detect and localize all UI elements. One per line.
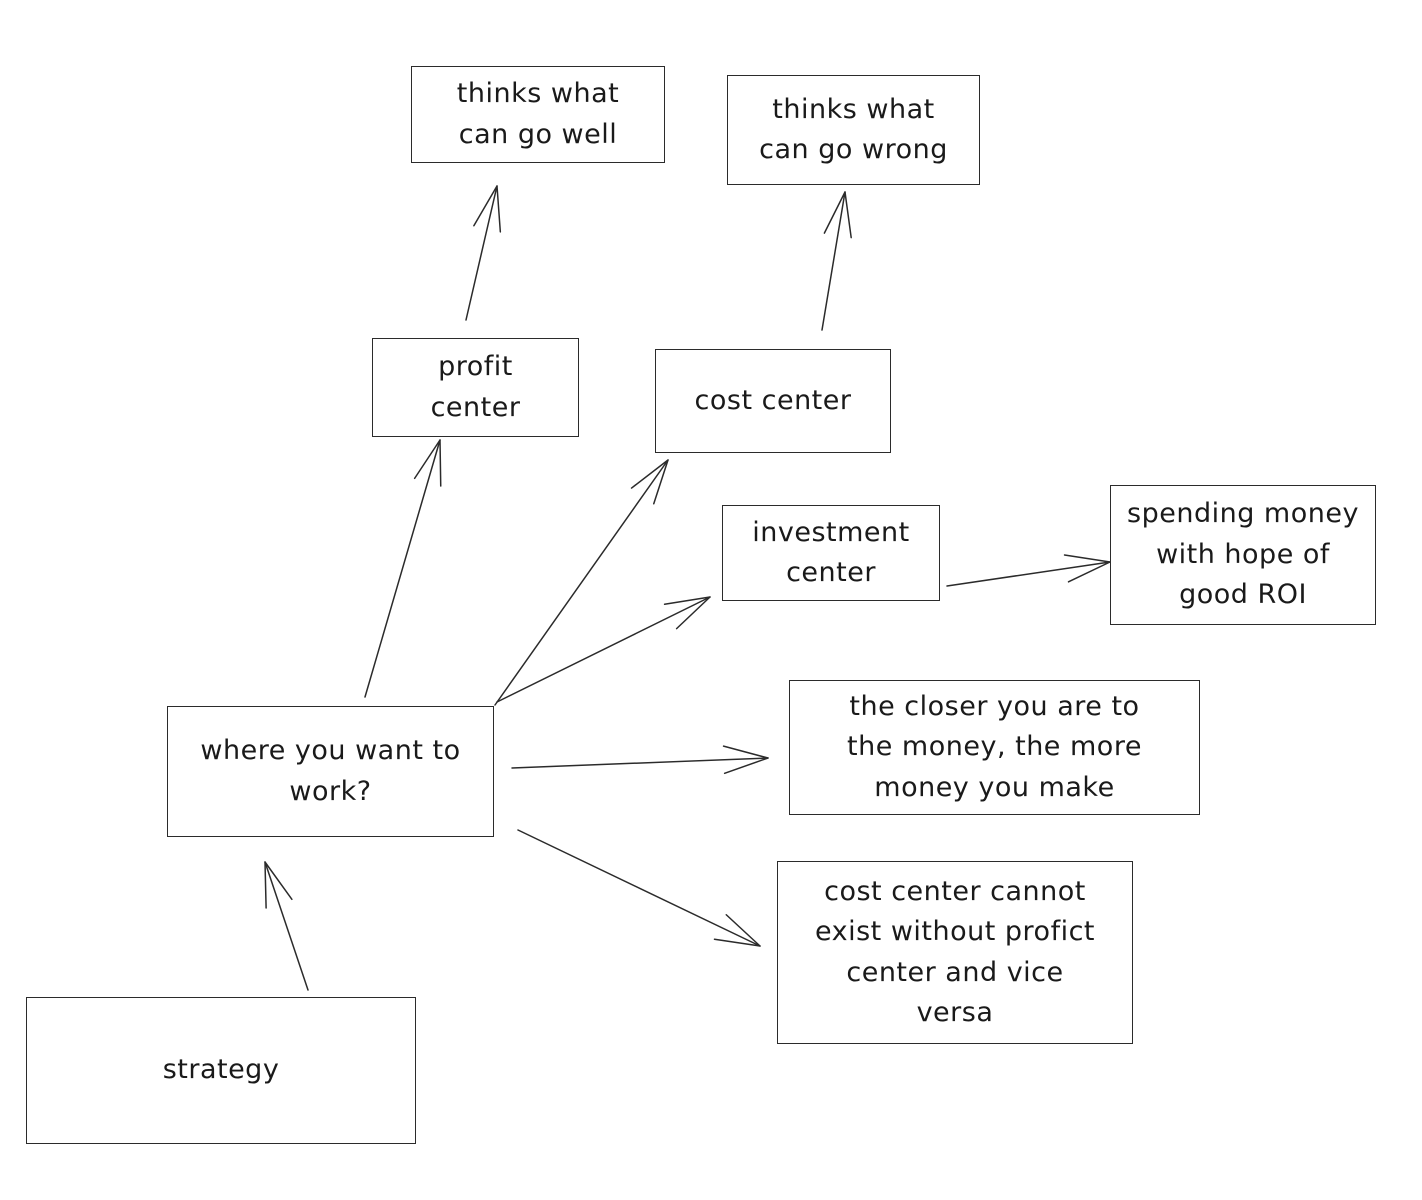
node-cost-center: cost center xyxy=(655,349,891,453)
arrow-shaft xyxy=(264,861,309,991)
arrow-shaft xyxy=(511,757,769,769)
arrow-shaft xyxy=(465,185,498,321)
node-cost-center-label: cost center xyxy=(694,384,852,416)
node-closer-money-label: the closer you are to the money, the mor… xyxy=(847,690,1142,803)
node-thinks-well: thinks what can go well xyxy=(411,66,665,163)
arrow-head xyxy=(264,861,293,909)
arrow-where-work-to-profit-center xyxy=(364,439,442,698)
node-thinks-wrong-label: thinks what can go wrong xyxy=(759,93,948,166)
node-profit-center: profit center xyxy=(372,338,579,437)
node-strategy: strategy xyxy=(26,997,416,1144)
arrow-shaft xyxy=(821,191,846,331)
node-investment-center-label: investment center xyxy=(752,516,910,589)
node-spending-money: spending money with hope of good ROI xyxy=(1110,485,1376,625)
arrow-cost-center-to-thinks-wrong xyxy=(821,191,852,331)
node-where-work-label: where you want to work? xyxy=(200,735,461,807)
arrow-head xyxy=(722,745,769,775)
arrow-strategy-to-where-work xyxy=(264,861,309,991)
arrow-head xyxy=(473,185,502,233)
arrow-where-work-to-cost-center xyxy=(494,459,669,706)
arrow-shaft xyxy=(517,829,761,947)
arrow-shaft xyxy=(494,459,669,706)
arrow-where-work-to-investment-center xyxy=(496,596,711,703)
node-thinks-well-label: thinks what can go well xyxy=(456,78,620,150)
arrow-head xyxy=(713,913,761,947)
arrow-shaft xyxy=(364,439,441,698)
arrow-where-work-to-closer-money xyxy=(511,745,769,775)
arrow-investment-center-to-spending-money xyxy=(946,554,1111,587)
arrow-profit-center-to-thinks-well xyxy=(465,185,502,321)
arrow-head xyxy=(823,191,852,239)
node-profit-center-label: profit center xyxy=(430,351,521,423)
node-spending-money-label: spending money with hope of good ROI xyxy=(1127,498,1359,611)
arrow-head xyxy=(630,459,669,505)
node-cost-cannot-exist-label: cost center cannot exist without profict… xyxy=(814,875,1096,1029)
arrow-head xyxy=(413,439,442,487)
node-investment-center: investment center xyxy=(722,505,940,601)
node-where-work: where you want to work? xyxy=(167,706,494,837)
node-strategy-label: strategy xyxy=(162,1054,280,1086)
node-thinks-wrong: thinks what can go wrong xyxy=(727,75,980,185)
arrow-head xyxy=(663,596,711,630)
node-closer-money: the closer you are to the money, the mor… xyxy=(789,680,1200,815)
node-cost-cannot-exist: cost center cannot exist without profict… xyxy=(777,861,1133,1044)
arrow-shaft xyxy=(496,596,711,703)
arrow-where-work-to-cost-cannot-exist xyxy=(517,829,761,947)
arrow-shaft xyxy=(946,561,1111,587)
